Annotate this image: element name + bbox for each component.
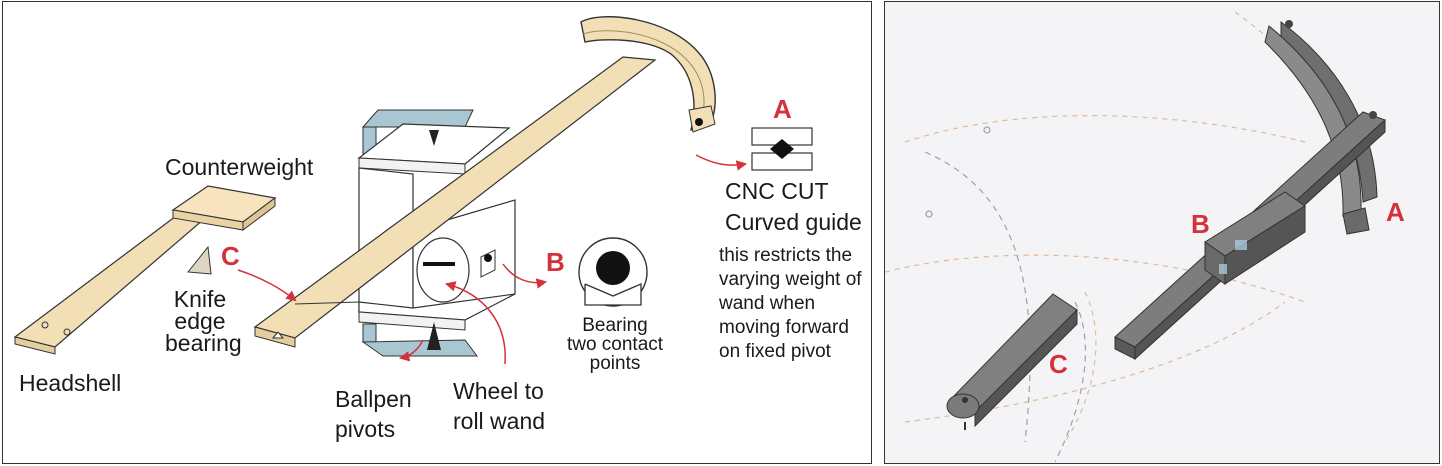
render-headshell-plank [946,293,1078,430]
headshell-label: Headshell [19,370,122,396]
letter-a-left: A [773,94,792,124]
cnc-cut-label: CNC CUT [725,178,829,204]
render-curved-guide [1264,20,1378,217]
letter-c-left: C [221,241,240,271]
bearing-symbol [578,237,648,307]
letter-b-left: B [546,247,565,277]
arrow-wheel [444,281,506,365]
arrow-b [502,263,548,289]
wand-plank [253,56,657,348]
bearing-label: Bearing two contact points [566,315,664,374]
counterweight-block [171,185,277,231]
left-diagram-drawing [13,16,813,365]
right-render-panel: A B C [884,1,1440,464]
letter-a-right: A [1386,197,1405,227]
letter-b-right: B [1191,209,1210,239]
render-guide-tip [1342,207,1370,235]
arrow-ballpen [398,339,424,362]
ballpen-pivots-label: Ballpen pivots [335,386,412,442]
knife-edge-wedge [187,245,212,275]
guide-note: this restricts the varying weight of wan… [719,245,862,362]
wheel-label: Wheel to roll wand [453,378,546,434]
bracket-assembly [357,109,516,357]
letter-c-right: C [1049,349,1068,379]
knife-edge-label: Knife edge bearing [165,286,242,356]
curved-guide-hook [580,16,716,133]
counterweight-label: Counterweight [165,154,314,180]
arrow-c [237,269,297,302]
right-render-drawing [885,11,1386,463]
render-bracket-block [1204,191,1306,285]
arrow-a [695,154,748,171]
guide-cross-section-symbol [751,127,813,171]
curved-guide-label: Curved guide [725,209,862,235]
left-diagram-panel: Counterweight Knife edge bearing Headshe… [2,1,872,464]
